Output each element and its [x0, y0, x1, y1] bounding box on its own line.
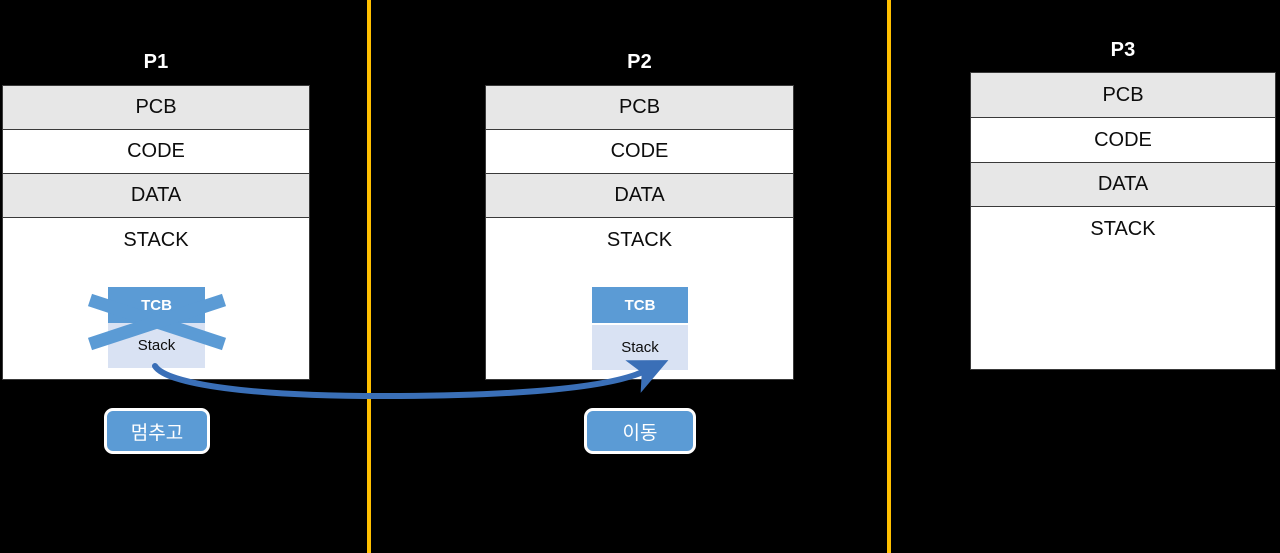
segment-code-p1: CODE: [3, 130, 309, 174]
segment-pcb-p3: PCB: [971, 73, 1275, 118]
process-title-p1: P1: [143, 51, 169, 73]
thread-stack-p2: Stack: [592, 325, 688, 370]
segment-pcb-p1: PCB: [3, 86, 309, 130]
process-box-p1: PCB CODE DATA STACK: [2, 85, 310, 380]
segment-stack-label-p3: STACK: [1090, 218, 1156, 240]
process-title-p2: P2: [627, 51, 652, 73]
tcb-p1: TCB: [108, 287, 205, 323]
process-box-p3: PCB CODE DATA STACK: [970, 72, 1276, 370]
thread-stack-p1: Stack: [108, 323, 205, 368]
callout-p1[interactable]: 멈추고: [104, 408, 210, 454]
segment-pcb-p2: PCB: [486, 86, 793, 130]
segment-data-p3: DATA: [971, 163, 1275, 207]
thread-block-p2: TCB Stack: [592, 287, 688, 370]
segment-stack-label-p2: STACK: [606, 229, 673, 251]
column-divider-right: [887, 0, 891, 553]
column-divider-left: [367, 0, 371, 553]
segment-stack-p3: STACK: [971, 207, 1275, 369]
thread-block-p1: TCB Stack: [108, 287, 205, 368]
segment-code-p3: CODE: [971, 118, 1275, 163]
callout-p2[interactable]: 이동: [584, 408, 696, 454]
segment-data-p2: DATA: [486, 174, 793, 218]
segment-data-p1: DATA: [3, 174, 309, 218]
segment-stack-label-p1: STACK: [123, 229, 189, 251]
segment-code-p2: CODE: [486, 130, 793, 174]
process-title-p3: P3: [1110, 39, 1136, 61]
tcb-p2: TCB: [592, 287, 688, 323]
